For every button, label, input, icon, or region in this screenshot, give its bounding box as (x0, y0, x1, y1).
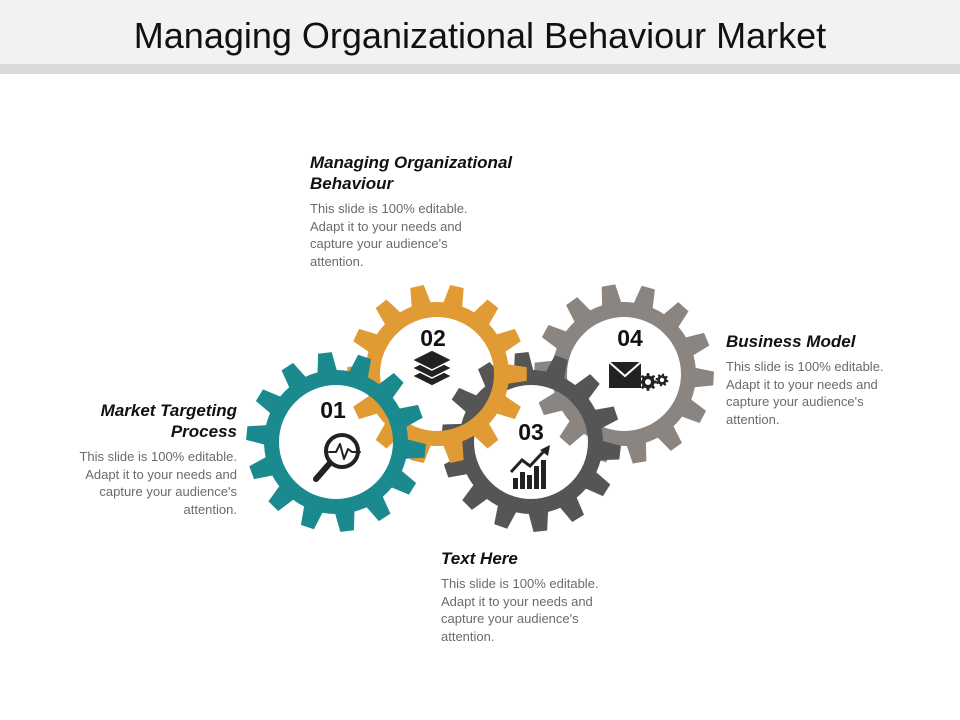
step-number-03: 03 (518, 419, 544, 445)
gear-04-shape (534, 284, 714, 464)
title-bar (0, 0, 960, 64)
step-03-body: This slide is 100% editable. Adapt it to… (441, 576, 599, 644)
gear-04 (534, 284, 714, 464)
step-02-heading: Managing Organizational Behaviour (310, 153, 513, 193)
step-01-heading: Market Targeting Process (100, 401, 237, 441)
gear-03 (441, 352, 621, 532)
step-01-text: Market Targeting Process This slide is 1… (54, 400, 237, 518)
step-number-02: 02 (420, 325, 446, 351)
gear-01 (246, 352, 426, 532)
small-gear-shape-a (639, 373, 657, 391)
step-02-text: Managing Organizational Behaviour This s… (310, 152, 542, 270)
step-03-heading: Text Here (441, 549, 518, 568)
step-number-04: 04 (617, 325, 643, 351)
growth-chart-icon (509, 445, 550, 489)
step-04-text: Business Model This slide is 100% editab… (726, 331, 911, 428)
gear-01-shape (246, 352, 426, 532)
layers-icon (410, 349, 454, 387)
small-gear-shape-b (655, 373, 669, 387)
step-02-body: This slide is 100% editable. Adapt it to… (310, 201, 468, 269)
title-rule (0, 64, 960, 74)
gear-03-shape (441, 352, 621, 532)
step-04-heading: Business Model (726, 332, 856, 351)
step-01-body: This slide is 100% editable. Adapt it to… (79, 449, 237, 517)
mail-gears-icon (608, 361, 669, 391)
step-number-01: 01 (320, 397, 346, 423)
magnifier-pulse-icon (313, 433, 361, 482)
step-04-body: This slide is 100% editable. Adapt it to… (726, 359, 884, 427)
slide-title: Managing Organizational Behaviour Market (133, 15, 827, 56)
step-03-text: Text Here This slide is 100% editable. A… (441, 548, 626, 645)
